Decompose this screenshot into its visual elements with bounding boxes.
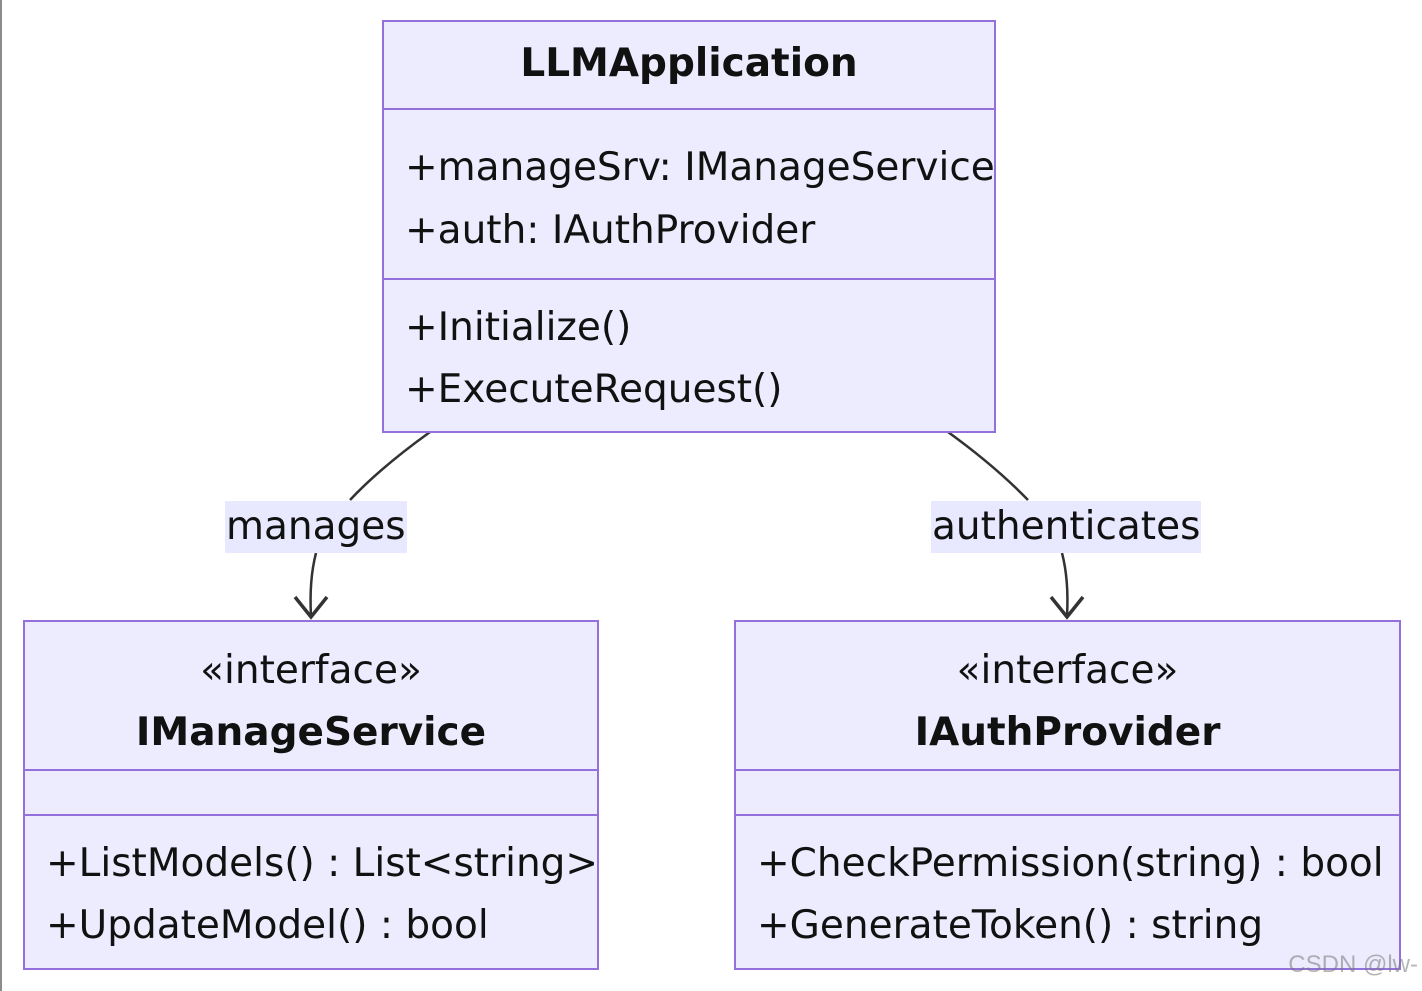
- class-header: «interface» IAuthProvider: [736, 622, 1399, 769]
- class-header: «interface» IManageService: [25, 622, 597, 769]
- class-stereotype: «interface»: [200, 648, 422, 693]
- method-row: +UpdateModel() : bool: [46, 903, 489, 948]
- class-name: IManageService: [135, 710, 487, 755]
- method-row: +ExecuteRequest(): [405, 367, 783, 412]
- class-methods: +ListModels() : List<string> +UpdateMode…: [25, 814, 599, 968]
- manages-connector-lower: [309, 552, 318, 617]
- class-attributes: +manageSrv: IManageService +auth: IAuthP…: [384, 108, 995, 278]
- method-row: +CheckPermission(string) : bool: [757, 841, 1384, 886]
- class-attributes: [25, 769, 597, 814]
- class-attributes: [736, 769, 1399, 814]
- method-row: +GenerateToken() : string: [757, 903, 1264, 948]
- class-stereotype: «interface»: [956, 648, 1179, 693]
- class-llmapplication: LLMApplication +manageSrv: IManageServic…: [382, 20, 996, 433]
- class-methods: +Initialize() +ExecuteRequest(): [384, 278, 994, 431]
- attribute-row: +manageSrv: IManageService: [405, 145, 995, 190]
- method-row: +Initialize(): [405, 305, 632, 350]
- class-header: LLMApplication: [384, 22, 994, 108]
- relation-label-manages: manages: [225, 501, 407, 553]
- class-name: LLMApplication: [520, 41, 858, 86]
- relation-label-authenticates: authenticates: [931, 501, 1202, 553]
- manages-arrowhead: [293, 595, 329, 620]
- authenticates-connector-lower: [1060, 552, 1069, 617]
- authenticates-connector: [947, 430, 1029, 501]
- left-edge-divider: [0, 0, 2, 991]
- class-iauthprovider: «interface» IAuthProvider +CheckPermissi…: [734, 620, 1401, 970]
- method-row: +ListModels() : List<string>: [46, 841, 599, 886]
- authenticates-arrowhead: [1049, 595, 1085, 620]
- class-name: IAuthProvider: [914, 710, 1221, 755]
- class-methods: +CheckPermission(string) : bool +Generat…: [736, 814, 1399, 968]
- attribute-row: +auth: IAuthProvider: [405, 208, 816, 253]
- watermark: CSDN @lw-: [1288, 951, 1418, 978]
- manages-connector: [349, 430, 431, 501]
- class-imanageservice: «interface» IManageService +ListModels()…: [23, 620, 599, 970]
